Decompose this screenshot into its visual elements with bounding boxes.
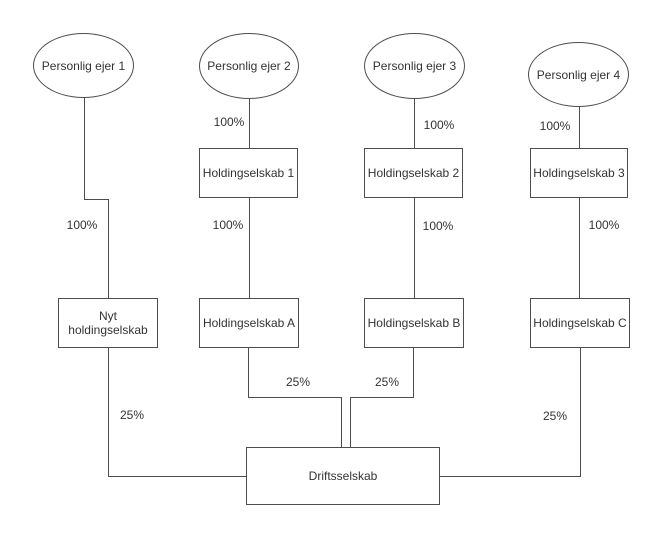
node-label: Personlig ejer 1 — [41, 58, 126, 73]
node-label: Holdingselskab 1 — [202, 166, 295, 180]
edge-owner4-holding3 — [579, 107, 580, 148]
edge-owner1-nyt-seg3 — [108, 199, 109, 298]
edge-holding2-holdingB — [414, 198, 415, 298]
edge-nyt-drift-seg2 — [108, 476, 246, 477]
node-personlig-ejer-4: Personlig ejer 4 — [528, 42, 629, 107]
ownership-label-hC-drift: 25% — [540, 409, 570, 423]
edge-hB-drift-seg1 — [413, 347, 414, 398]
node-label: Holdingselskab B — [367, 316, 461, 330]
ownership-label-nyt-drift: 25% — [117, 408, 147, 422]
node-personlig-ejer-3: Personlig ejer 3 — [364, 33, 465, 99]
node-holdingselskab-a: Holdingselskab A — [199, 298, 299, 348]
node-label: Holdingselskab C — [533, 316, 627, 330]
node-holdingselskab-c: Holdingselskab C — [530, 298, 630, 348]
edge-owner1-nyt-seg1 — [84, 98, 85, 200]
node-label: Personlig ejer 3 — [372, 59, 457, 73]
ownership-label-holding3-holdingC: 100% — [586, 218, 622, 232]
ownership-label-holding1-holdingA: 100% — [210, 218, 246, 232]
edge-hC-drift-seg2 — [440, 476, 581, 477]
node-label: Driftsselskab — [308, 469, 378, 483]
node-holdingselskab-1: Holdingselskab 1 — [199, 148, 298, 198]
node-personlig-ejer-2: Personlig ejer 2 — [199, 33, 299, 99]
edge-owner2-holding1 — [249, 99, 250, 148]
edge-hB-drift-seg3 — [350, 397, 351, 447]
edge-hA-drift-seg1 — [248, 347, 249, 398]
node-label: Holdingselskab 2 — [367, 166, 460, 180]
ownership-label-owner1-nyt: 100% — [64, 218, 100, 232]
node-holdingselskab-3: Holdingselskab 3 — [530, 148, 628, 198]
node-label: Holdingselskab 3 — [533, 166, 625, 180]
node-label: Nyt holdingselskab — [68, 309, 148, 337]
edge-owner1-nyt-seg2 — [84, 199, 109, 200]
node-nyt-holdingselskab: Nyt holdingselskab — [58, 298, 158, 348]
node-label: Holdingselskab A — [202, 316, 296, 330]
ownership-label-owner4-holding3: 100% — [537, 119, 573, 133]
node-label: Personlig ejer 4 — [536, 67, 621, 82]
node-holdingselskab-b: Holdingselskab B — [364, 298, 464, 348]
ownership-label-holding2-holdingB: 100% — [420, 219, 456, 233]
edge-hA-drift-seg3 — [341, 397, 342, 447]
edge-hC-drift-seg1 — [580, 347, 581, 477]
edge-hB-drift-seg2 — [350, 397, 414, 398]
node-personlig-ejer-1: Personlig ejer 1 — [33, 33, 134, 98]
node-driftsselskab: Driftsselskab — [246, 447, 440, 505]
edge-owner3-holding2 — [414, 99, 415, 148]
node-holdingselskab-2: Holdingselskab 2 — [364, 148, 463, 198]
edge-holding1-holdingA — [249, 198, 250, 298]
ownership-label-hA-drift: 25% — [283, 375, 313, 389]
edge-hA-drift-seg2 — [248, 397, 342, 398]
edge-nyt-drift-seg1 — [108, 348, 109, 477]
ownership-label-owner3-holding2: 100% — [421, 118, 457, 132]
edge-holding3-holdingC — [579, 198, 580, 298]
node-label: Personlig ejer 2 — [207, 59, 291, 73]
ownership-label-hB-drift: 25% — [372, 375, 402, 389]
ownership-label-owner2-holding1: 100% — [211, 115, 247, 129]
